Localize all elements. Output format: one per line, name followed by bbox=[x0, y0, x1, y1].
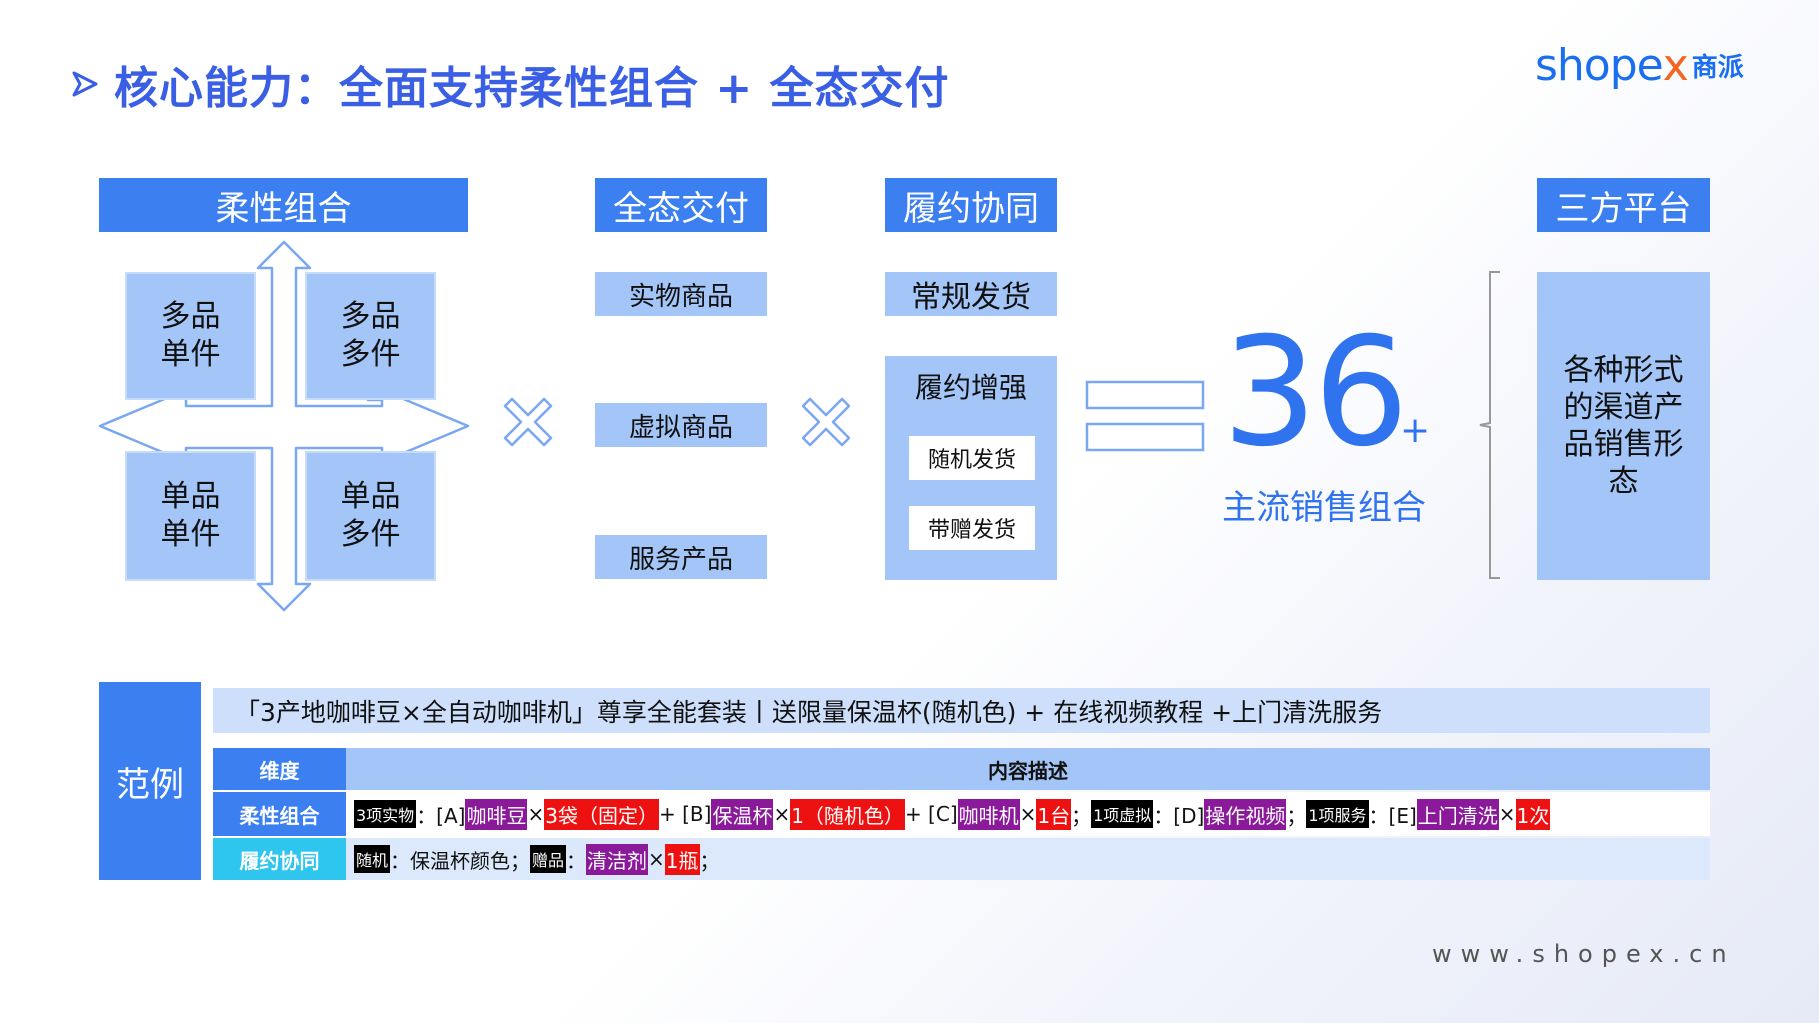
delivery-item-physical: 实物商品 bbox=[595, 272, 767, 316]
table-row-flexible: 3项实物：[A]咖啡豆×3袋（固定）+ [B]保温杯×1（随机色） + [C]咖… bbox=[346, 792, 1710, 836]
description-segment: ； bbox=[1286, 803, 1307, 828]
logo-cn: 商派 bbox=[1691, 53, 1744, 83]
quadrant-line: 单件 bbox=[160, 337, 221, 372]
quadrant-line: 多件 bbox=[340, 517, 401, 552]
page-title: 核心能力：全面支持柔性组合 + 全态交付 bbox=[114, 63, 950, 114]
table-row-fulfillment: 随机：保温杯颜色；赠品：清洁剂×1瓶； bbox=[346, 838, 1710, 880]
quadrant-line: 多件 bbox=[340, 337, 401, 372]
quadrant-line: 单品 bbox=[160, 479, 221, 514]
quadrant-multi-multi: 多品多件 bbox=[305, 272, 436, 400]
description-segment: 1瓶 bbox=[664, 843, 700, 875]
description-segment: 3袋（固定） bbox=[544, 798, 659, 830]
platform-panel: 各种形式 的渠道产 品销售形 态 bbox=[1537, 272, 1710, 580]
header-full-delivery: 全态交付 bbox=[595, 178, 767, 232]
description-segment: 1台 bbox=[1036, 798, 1072, 830]
description-segment: + [C] bbox=[904, 802, 958, 826]
example-banner: 「3产地咖啡豆×全自动咖啡机」尊享全能套装丨送限量保温杯(随机色) + 在线视频… bbox=[213, 688, 1710, 733]
description-segment: × bbox=[648, 847, 665, 871]
logo-text: shope bbox=[1535, 40, 1664, 91]
combination-count: 36 bbox=[1222, 306, 1409, 480]
platform-description: 各种形式 的渠道产 品销售形 态 bbox=[1564, 352, 1684, 500]
header-third-party-platform: 三方平台 bbox=[1537, 178, 1710, 232]
description-segment: 清洁剂 bbox=[586, 843, 649, 875]
description-segment: ：保温杯颜色； bbox=[390, 848, 531, 873]
logo-x: x bbox=[1662, 40, 1689, 91]
multiply-icon bbox=[801, 397, 851, 447]
description-segment: ：[D] bbox=[1153, 803, 1205, 828]
multiply-icon bbox=[503, 397, 553, 447]
platform-line: 态 bbox=[1608, 464, 1639, 499]
description-segment: ：[A] bbox=[416, 803, 466, 828]
fulfillment-enhanced-title: 履约增强 bbox=[914, 371, 1027, 404]
description-segment: 赠品 bbox=[530, 845, 567, 873]
quadrant-line: 单件 bbox=[160, 517, 221, 552]
description-segment: 上门清洗 bbox=[1416, 798, 1499, 830]
example-label: 范例 bbox=[99, 682, 201, 880]
header-flexible-combination: 柔性组合 bbox=[99, 178, 468, 232]
platform-line: 的渠道产 bbox=[1563, 390, 1684, 425]
combination-caption: 主流销售组合 bbox=[1222, 488, 1426, 528]
description-segment: ：[E] bbox=[1368, 803, 1417, 828]
description-segment: 操作视频 bbox=[1204, 798, 1287, 830]
table-row-label-fulfillment: 履约协同 bbox=[213, 838, 346, 880]
title-bar: 核心能力：全面支持柔性组合 + 全态交付 bbox=[70, 52, 950, 116]
chevron-right-icon bbox=[72, 71, 98, 97]
table-header-description: 内容描述 bbox=[346, 748, 1710, 790]
fulfillment-enhanced-panel: 履约增强 随机发货 带赠发货 bbox=[885, 356, 1057, 580]
description-segment: 3项实物 bbox=[354, 800, 417, 828]
shopex-logo: shope x 商派 bbox=[1535, 44, 1744, 88]
quadrant-line: 多品 bbox=[340, 299, 401, 334]
description-segment: 咖啡豆 bbox=[465, 798, 528, 830]
quadrant-single-multi: 单品多件 bbox=[305, 451, 436, 581]
description-segment: ； bbox=[699, 848, 720, 873]
header-fulfillment: 履约协同 bbox=[885, 178, 1057, 232]
description-segment: 1项虚拟 bbox=[1091, 800, 1154, 828]
description-segment: × bbox=[1498, 802, 1516, 826]
quadrant-line: 多品 bbox=[160, 299, 221, 334]
description-segment: 1（随机色） bbox=[790, 798, 905, 830]
fulfillment-regular: 常规发货 bbox=[885, 272, 1057, 316]
quadrant-line: 单品 bbox=[340, 479, 401, 514]
description-segment: 保温杯 bbox=[711, 798, 774, 830]
table-row-label-flexible: 柔性组合 bbox=[213, 792, 346, 836]
equals-icon bbox=[1085, 380, 1205, 452]
table-header-dimension: 维度 bbox=[213, 748, 346, 790]
fulfillment-random-shipping: 随机发货 bbox=[909, 436, 1035, 480]
description-segment: 咖啡机 bbox=[957, 798, 1020, 830]
description-segment: 1次 bbox=[1515, 798, 1551, 830]
description-segment: ； bbox=[1071, 803, 1092, 828]
fulfillment-gift-shipping: 带赠发货 bbox=[909, 506, 1035, 550]
bracket-icon bbox=[1479, 271, 1500, 579]
description-segment: 1项服务 bbox=[1306, 800, 1369, 828]
description-segment: × bbox=[1019, 802, 1037, 826]
description-segment: × bbox=[773, 802, 791, 826]
description-segment: ： bbox=[566, 848, 587, 873]
platform-line: 各种形式 bbox=[1563, 353, 1684, 388]
description-segment: 随机 bbox=[354, 845, 391, 873]
footer-url: www.shopex.cn bbox=[1432, 940, 1736, 968]
delivery-item-service: 服务产品 bbox=[595, 535, 767, 579]
quadrant-single-single: 单品单件 bbox=[125, 451, 256, 581]
combination-plus: + bbox=[1400, 410, 1431, 451]
quadrant-multi-single: 多品单件 bbox=[125, 272, 256, 400]
description-segment: + [B] bbox=[658, 802, 712, 826]
platform-line: 品销售形 bbox=[1563, 427, 1684, 462]
delivery-item-virtual: 虚拟商品 bbox=[595, 403, 767, 447]
description-segment: × bbox=[527, 802, 545, 826]
